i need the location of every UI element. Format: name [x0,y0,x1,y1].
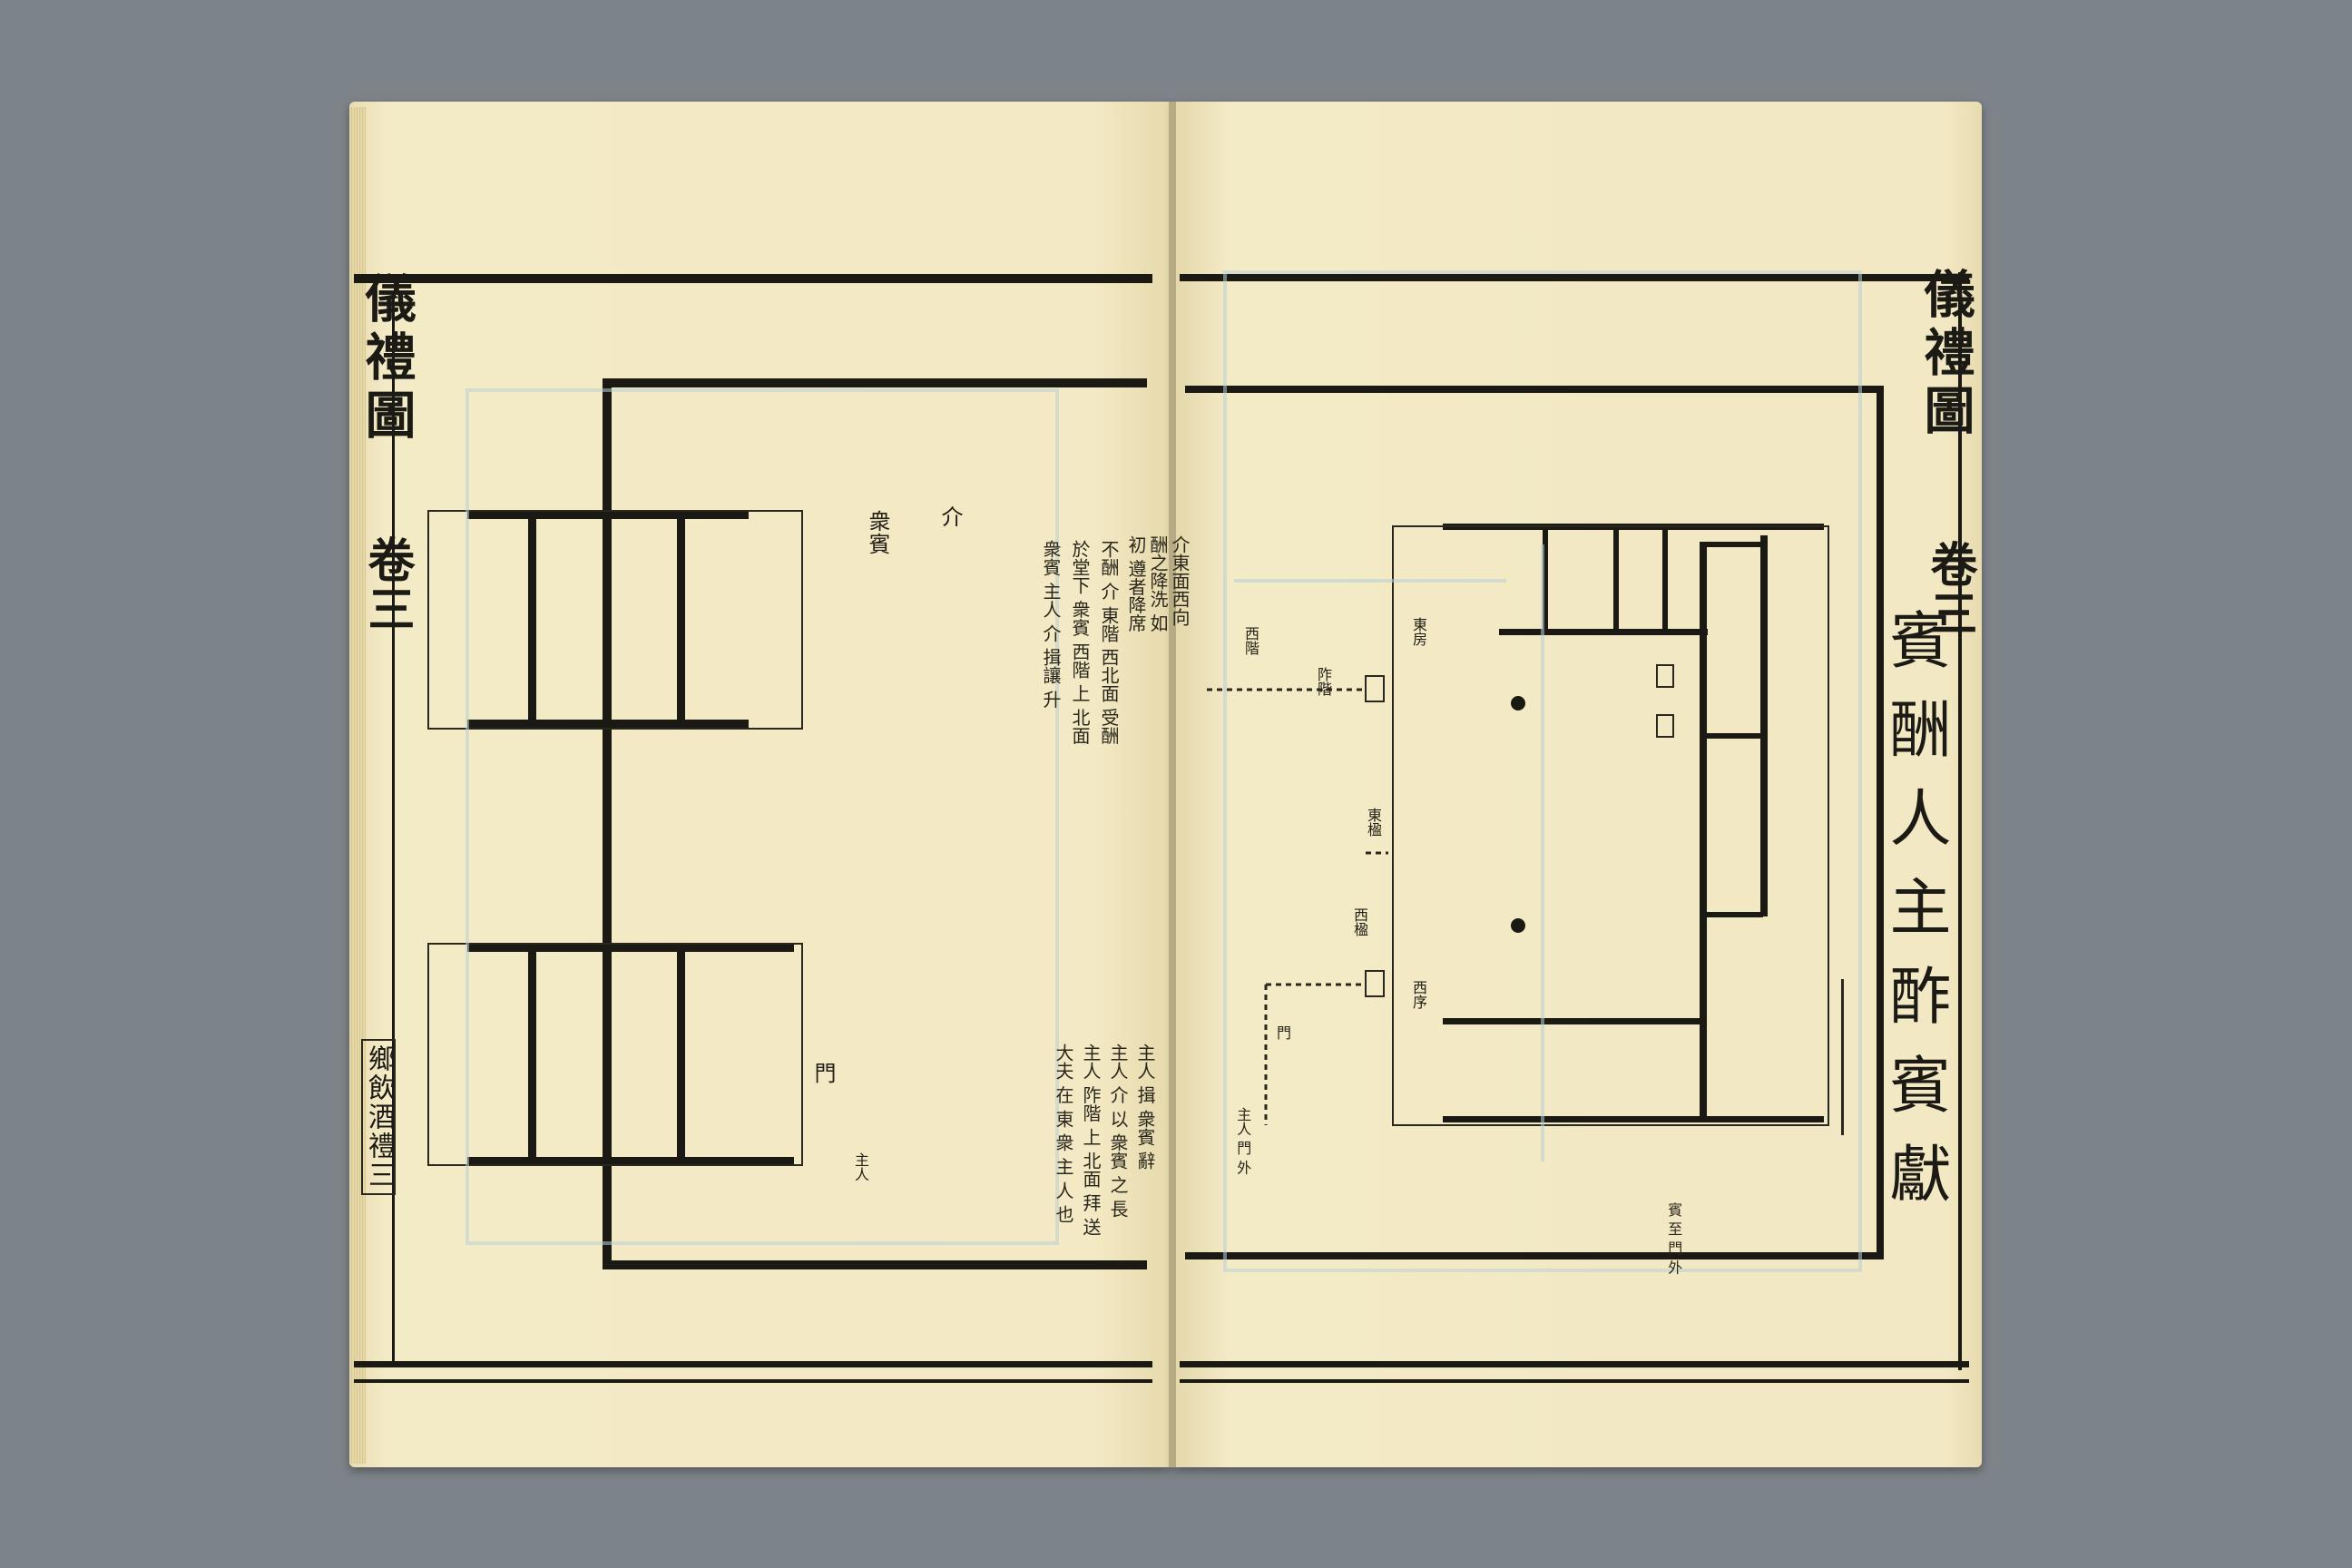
room-box-1 [1656,664,1674,688]
right-diagram-top [1185,386,1884,393]
left-bldg1-outline [427,510,803,730]
annotation-col-1: 介東面西向酬之降洗 如初 遵者降席 [1125,535,1191,632]
annotation-col-3: 於堂下 衆賓 西階 上 北面 [1069,540,1091,745]
label-hall-east: 東楹 [1365,808,1382,837]
room-box-2 [1656,714,1674,738]
right-top-border [1180,274,1969,281]
label-jie: 介 [937,505,963,528]
right-diagram-right [1877,386,1884,1259]
annotation-col-5: 主人 揖 衆賓 辭 [1134,1044,1156,1171]
left-bldg2-outline [427,943,803,1166]
room-top-right [1700,542,1763,547]
right-margin-rule [1958,272,1962,1370]
annotation-col-6: 主人 介 以 衆賓 之 長 [1107,1044,1129,1218]
right-diagram-bottom [1185,1252,1884,1259]
left-bldg2-col2 [677,944,685,1166]
left-bottom-border-2 [354,1379,1152,1383]
label-men: 門 [810,1062,836,1084]
annotation-col-2: 不酬 介 東階 西北面 受酬 [1098,540,1120,745]
label-steps-east: 阼階 [1315,667,1332,696]
step-box-1 [1365,675,1385,702]
hall-bottom [1443,1116,1824,1122]
label-zhongbin: 衆賓 [865,510,890,555]
annotation-col-7: 主人 阼階 上 北面 拜 送 [1080,1044,1102,1236]
label-steps-west: 西階 [1242,626,1259,655]
label-hall-west: 西楹 [1351,907,1368,936]
right-vertical-line [1841,979,1844,1135]
room-low-right [1700,912,1763,917]
label-bottom-right: 賓 至 門 外 [1665,1202,1683,1275]
hall-inner-wall [1700,542,1707,1120]
book-gutter [1169,102,1176,1467]
left-page [349,102,1171,1467]
label-east-room: 東房 [1410,617,1427,646]
right-volume-marker: 卷三 [1922,540,1977,638]
left-diagram-top [603,378,1147,387]
hall-west-col-2 [1613,530,1619,634]
left-bldg1-col2 [677,511,685,729]
annotation-col-4: 衆賓 主人 介 揖讓 升 [1040,540,1062,709]
left-top-border [354,274,1152,283]
label-west-room: 西序 [1410,980,1427,1009]
left-inner-rule [392,290,395,1361]
right-bottom-border [1180,1361,1969,1367]
left-running-title: 儀禮圖 [357,272,416,446]
left-bldg2-bottom [467,1157,794,1165]
left-bldg1-col1 [528,511,536,729]
left-diagram-bottom [603,1260,1147,1269]
hall-west-col [1543,530,1548,634]
left-bldg1-top [467,511,749,519]
right-running-title: 儀禮圖 [1916,268,1975,442]
hall-west-col-3 [1662,530,1668,634]
right-bottom-border-2 [1180,1379,1969,1383]
left-chapter-box: 鄉飲酒禮三 [361,1039,396,1195]
right-page [1174,102,1982,1467]
room-divider-2 [1443,1018,1706,1024]
left-bldg1-bottom [467,720,749,728]
left-bldg2-top [467,944,794,952]
diagram-title: 賓酬人主酢賓獻 [1878,608,1950,1230]
label-zhuren: 主人 [852,1152,869,1181]
ghost-2 [1223,270,1862,1272]
label-gate: 門 [1274,1025,1291,1040]
ghost-1 [466,388,1059,1245]
room-divider-1 [1499,629,1708,635]
left-diagram-left [603,378,612,1268]
left-bldg2-col1 [528,944,536,1166]
hall-inner-wall-2 [1760,535,1768,916]
step-box-2 [1365,970,1385,997]
pillar-dot-1 [1511,696,1525,710]
room-mid-right [1700,733,1763,739]
annotation-col-8: 大夫 在 東 衆 主 人 也 [1053,1044,1074,1224]
label-bottom-left: 主人 門 外 [1234,1107,1252,1175]
left-volume-marker: 卷三 [359,535,415,633]
pillar-dot-2 [1511,918,1525,933]
hall-outline [1392,525,1829,1126]
left-bottom-border [354,1361,1152,1367]
